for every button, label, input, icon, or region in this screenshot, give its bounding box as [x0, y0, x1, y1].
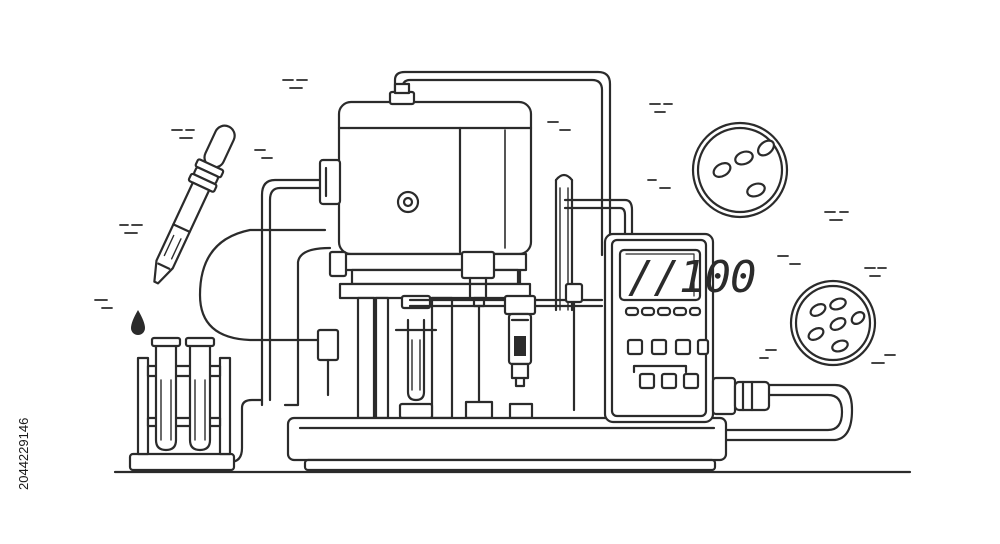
base-platform	[286, 416, 728, 472]
display-buttons-small[interactable]	[624, 306, 702, 317]
syringe-assembly	[408, 294, 604, 420]
petri-dish-small	[789, 279, 877, 367]
control-buttons-row-2[interactable]	[638, 372, 700, 390]
liquid-drop	[131, 310, 145, 335]
glass-tube	[394, 294, 438, 420]
controller-unit	[603, 232, 771, 424]
lcd-display	[618, 248, 702, 302]
tank	[318, 82, 533, 256]
dispenser-column	[316, 250, 532, 420]
control-buttons-row-1[interactable]	[626, 338, 710, 356]
pipette-dropper	[131, 124, 236, 335]
decorative-dashes	[94, 79, 896, 364]
stock-id-text: 2044229146	[16, 418, 31, 490]
petri-dish-large	[691, 121, 789, 219]
display-reading: //100	[628, 252, 755, 303]
u-tube	[554, 173, 584, 412]
test-tube-rack	[128, 336, 236, 472]
